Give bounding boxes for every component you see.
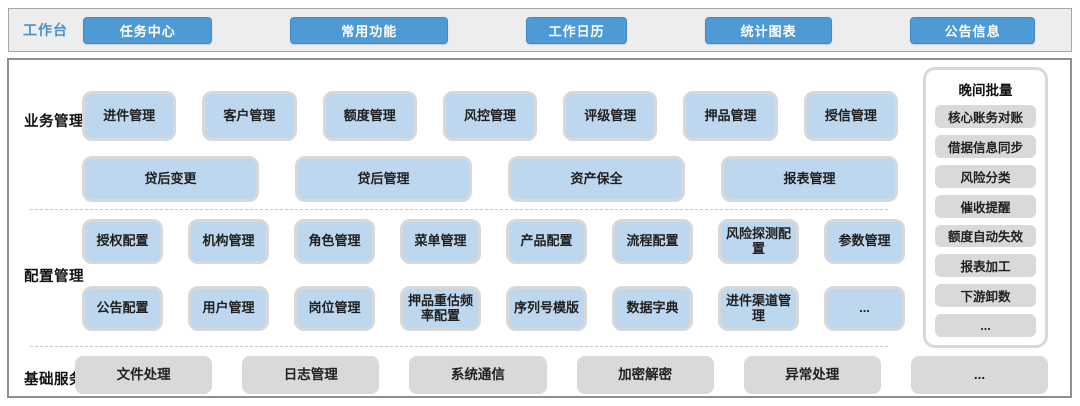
workbench-button[interactable]: 常用功能 bbox=[290, 16, 449, 44]
section-label-base-service: 基础服务 bbox=[24, 372, 84, 388]
config-module-box[interactable]: 产品配置 bbox=[506, 219, 587, 264]
night-batch-job[interactable]: 风险分类 bbox=[935, 164, 1036, 188]
config-module-box[interactable]: 流程配置 bbox=[612, 219, 693, 264]
night-batch-job[interactable]: 报表加工 bbox=[935, 254, 1036, 278]
workbench-button[interactable]: 任务中心 bbox=[83, 16, 213, 44]
night-batch-job[interactable]: ... bbox=[935, 314, 1036, 337]
night-batch-items: 核心账务对账借据信息同步风险分类催收提醒额度自动失效报表加工下游卸数... bbox=[935, 105, 1036, 337]
workbench-button[interactable]: 统计图表 bbox=[704, 16, 833, 44]
config-module-box[interactable]: ... bbox=[824, 286, 905, 331]
business-module-box[interactable]: 资产保全 bbox=[508, 156, 685, 202]
workbench-label: 工作台 bbox=[23, 22, 68, 38]
config-module-box[interactable]: 用户管理 bbox=[188, 286, 269, 331]
section-divider bbox=[30, 346, 888, 347]
base-service-box[interactable]: 加密解密 bbox=[576, 356, 714, 394]
section-label-business: 业务管理 bbox=[24, 114, 84, 130]
config-module-box[interactable]: 菜单管理 bbox=[400, 219, 481, 264]
business-modules-row-2: 贷后变更贷后管理资产保全报表管理 bbox=[82, 156, 898, 202]
config-module-box[interactable]: 授权配置 bbox=[82, 219, 163, 264]
section-divider bbox=[30, 209, 888, 210]
night-batch-panel: 晚间批量 核心账务对账借据信息同步风险分类催收提醒额度自动失效报表加工下游卸数.… bbox=[923, 67, 1048, 348]
base-service-box[interactable]: 文件处理 bbox=[75, 356, 213, 394]
night-batch-job[interactable]: 下游卸数 bbox=[935, 284, 1036, 308]
night-batch-title: 晚间批量 bbox=[958, 83, 1013, 98]
business-modules-row-1: 进件管理客户管理额度管理风控管理评级管理押品管理授信管理 bbox=[82, 91, 898, 141]
workbench-bar: 工作台 任务中心 常用功能 工作日历 统计图表 公告信息 bbox=[8, 8, 1072, 52]
business-module-box[interactable]: 客户管理 bbox=[202, 91, 297, 141]
config-module-box[interactable]: 风险探测配置 bbox=[718, 219, 799, 264]
business-module-box[interactable]: 风控管理 bbox=[442, 91, 538, 141]
business-module-box[interactable]: 押品管理 bbox=[683, 91, 778, 141]
config-module-box[interactable]: 岗位管理 bbox=[294, 286, 375, 331]
workbench-button[interactable]: 公告信息 bbox=[910, 16, 1035, 44]
config-module-box[interactable]: 公告配置 bbox=[82, 286, 163, 331]
config-module-box[interactable]: 押品重估频率配置 bbox=[400, 286, 481, 331]
base-service-box[interactable]: 异常处理 bbox=[743, 356, 881, 394]
business-module-box[interactable]: 授信管理 bbox=[803, 91, 898, 141]
config-module-box[interactable]: 数据字典 bbox=[612, 286, 693, 331]
night-batch-job[interactable]: 催收提醒 bbox=[935, 194, 1036, 218]
business-module-box[interactable]: 贷后变更 bbox=[82, 156, 259, 202]
config-module-box[interactable]: 进件渠道管理 bbox=[718, 286, 799, 331]
night-batch-job[interactable]: 借据信息同步 bbox=[935, 134, 1036, 158]
config-modules-row-2: 公告配置用户管理岗位管理押品重估频率配置序列号模版数据字典进件渠道管理... bbox=[82, 286, 905, 331]
main-panel: 业务管理 配置管理 基础服务 进件管理客户管理额度管理风控管理评级管理押品管理授… bbox=[7, 58, 1072, 398]
base-service-box[interactable]: ... bbox=[910, 356, 1049, 394]
business-module-box[interactable]: 进件管理 bbox=[82, 91, 177, 141]
config-module-box[interactable]: 参数管理 bbox=[824, 219, 905, 264]
base-service-box[interactable]: 日志管理 bbox=[242, 356, 380, 394]
business-module-box[interactable]: 额度管理 bbox=[322, 91, 417, 141]
config-module-box[interactable]: 角色管理 bbox=[294, 219, 375, 264]
night-batch-job[interactable]: 核心账务对账 bbox=[935, 105, 1036, 128]
config-module-box[interactable]: 机构管理 bbox=[188, 219, 269, 264]
config-module-box[interactable]: 序列号模版 bbox=[506, 286, 587, 331]
business-module-box[interactable]: 评级管理 bbox=[563, 91, 658, 141]
config-modules-row-1: 授权配置机构管理角色管理菜单管理产品配置流程配置风险探测配置参数管理 bbox=[82, 219, 905, 264]
section-label-config: 配置管理 bbox=[24, 269, 84, 285]
base-service-row: 文件处理日志管理系统通信加密解密异常处理... bbox=[75, 356, 1049, 394]
workbench-button[interactable]: 工作日历 bbox=[526, 16, 628, 44]
base-service-box[interactable]: 系统通信 bbox=[409, 356, 547, 394]
business-module-box[interactable]: 贷后管理 bbox=[295, 156, 472, 202]
workbench-buttons: 任务中心 常用功能 工作日历 统计图表 公告信息 bbox=[83, 16, 1071, 44]
business-module-box[interactable]: 报表管理 bbox=[721, 156, 898, 202]
night-batch-job[interactable]: 额度自动失效 bbox=[935, 224, 1036, 248]
